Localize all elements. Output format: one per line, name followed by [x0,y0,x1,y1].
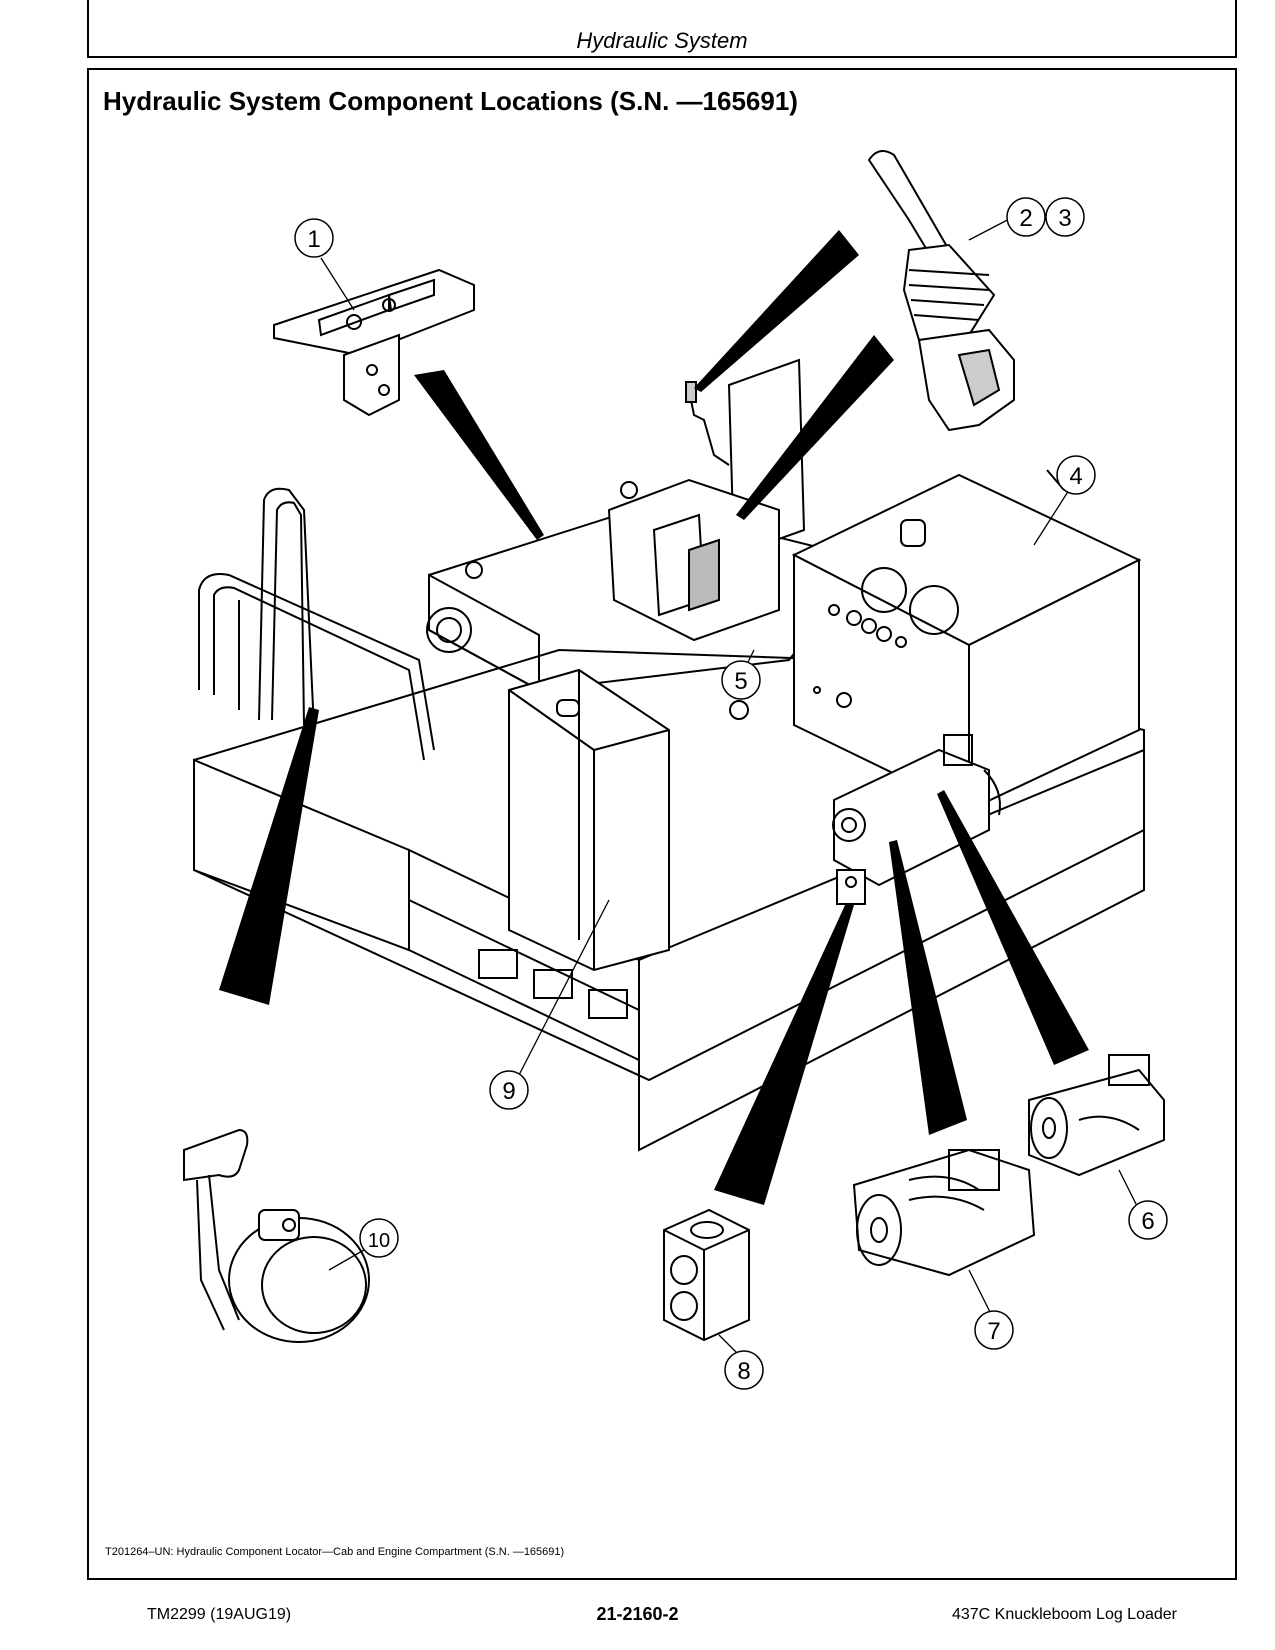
valve-block-drawing [663,1208,750,1342]
chapter-title: Hydraulic System [576,28,748,53]
callout-2: 2 [1019,205,1032,232]
callout-7-circle [974,1310,1014,1350]
callout-8: 8 [737,1358,750,1385]
component-locator-illustration: 1 2 3 4 5 6 7 8 9 10 [183,150,1168,1390]
figure-caption: T201264–UN: Hydraulic Component Locator—… [105,1546,565,1558]
pump-assembly-drawing [832,734,1001,905]
page-header: Hydraulic System [87,0,1237,58]
pointer-wedges [219,230,1089,1205]
callout-6-circle [1128,1200,1168,1240]
callout-10: 10 [368,1230,390,1252]
callout-2-circle [1006,197,1046,237]
callout-7: 7 [987,1318,1000,1345]
swing-brake-pedal-drawing [183,1128,370,1343]
callout-4: 4 [1069,463,1082,490]
footer-doc-id: TM2299 (19AUG19) [147,1606,292,1623]
callout-4-circle [1056,455,1096,495]
callout-1: 1 [307,226,320,253]
callout-3: 3 [1058,205,1071,232]
footer-page-number: 21-2160-2 [596,1604,679,1624]
hydraulic-tank-drawing [791,469,1142,812]
callout-8-circle [724,1350,764,1390]
cooler-drawing [508,668,670,972]
callout-6: 6 [1141,1208,1154,1235]
callout-10-circle [359,1218,399,1258]
footer-machine: 437C Knuckleboom Log Loader [951,1606,1177,1623]
callout-9: 9 [502,1078,515,1105]
callout-5-circle [721,660,761,700]
callout-5: 5 [734,668,747,695]
main-pump-drawing [852,1148,1036,1277]
callout-1-circle [294,218,334,258]
joystick-drawing [867,150,1015,432]
operator-seat-drawing [607,358,806,642]
content-frame: Hydraulic System Component Locations (S.… [87,68,1237,1580]
section-title: Hydraulic System Component Locations (S.… [103,86,798,116]
auxiliary-pump-drawing [1028,1054,1165,1177]
callout-3-circle [1045,197,1085,237]
pedal-valve-drawing [273,268,475,417]
callout-9-circle [489,1070,529,1110]
